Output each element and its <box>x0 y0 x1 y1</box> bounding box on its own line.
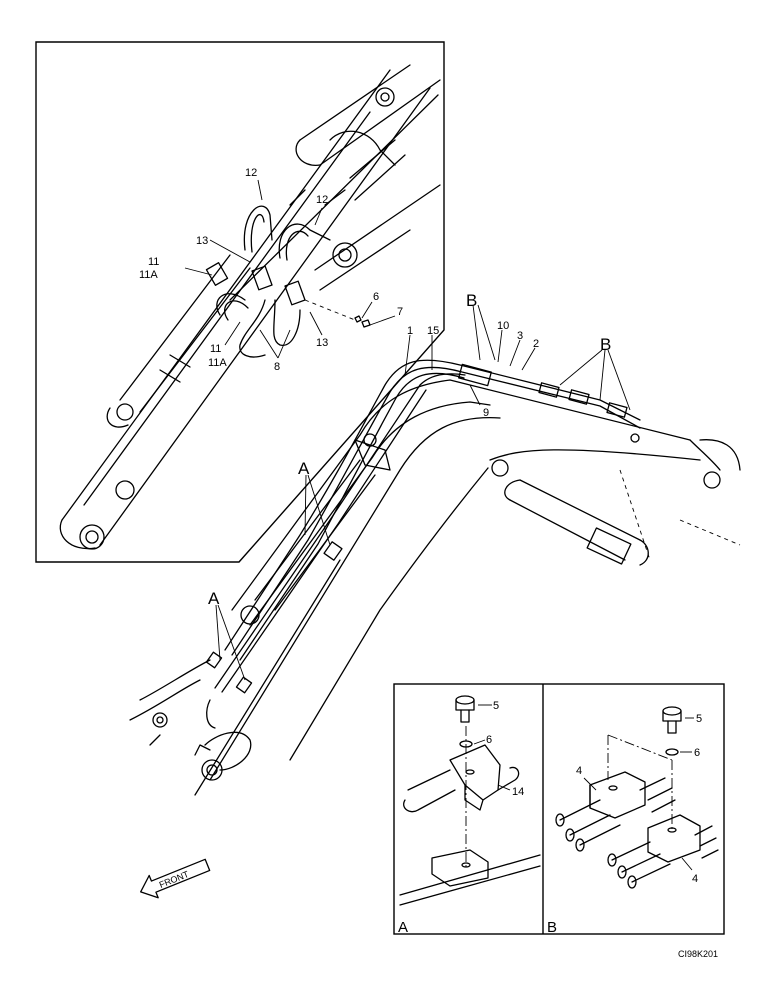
label-3: 3 <box>517 330 523 342</box>
label-12-lower: 12 <box>316 194 328 206</box>
detail-inset: 12 12 13 13 11 11A 11 11A 8 6 7 <box>35 41 445 563</box>
label-8: 8 <box>274 361 280 373</box>
label-A-14: 14 <box>512 786 524 798</box>
label-9: 9 <box>483 407 489 419</box>
label-11A-lower: 11A <box>208 357 227 369</box>
detail-panels-frame <box>393 683 725 935</box>
label-A-5: 5 <box>493 700 499 712</box>
detail-panels: 5 6 14 A <box>393 683 725 936</box>
label-13-left: 13 <box>196 235 208 247</box>
inset-frame <box>35 41 445 563</box>
label-B-5: 5 <box>696 713 702 725</box>
main-view: B B A A 1 15 10 3 2 9 FRONT <box>129 291 741 899</box>
detail-A-letter: A <box>398 919 408 936</box>
label-2: 2 <box>533 338 539 350</box>
drawing-code: CI98K201 <box>678 949 718 959</box>
label-6-inset: 6 <box>373 291 379 303</box>
detail-A: 5 6 14 A <box>398 695 541 936</box>
label-11-upper: 11 <box>148 256 159 268</box>
label-A-mid: A <box>298 459 310 478</box>
label-B-4-upper: 4 <box>576 765 582 777</box>
label-A-low: A <box>208 589 220 608</box>
label-B-4-lower: 4 <box>692 873 698 885</box>
detail-B: 5 6 4 4 B <box>547 706 719 936</box>
label-15: 15 <box>427 325 439 337</box>
label-7: 7 <box>397 306 403 318</box>
label-11A-upper: 11A <box>139 269 158 281</box>
label-1: 1 <box>407 325 413 337</box>
label-B-right: B <box>600 335 611 354</box>
detail-B-letter: B <box>547 919 557 936</box>
label-A-6: 6 <box>486 734 492 746</box>
label-11-lower: 11 <box>210 343 221 355</box>
label-13-right: 13 <box>316 337 328 349</box>
label-12-upper: 12 <box>245 167 257 179</box>
label-10: 10 <box>497 320 509 332</box>
label-B-6: 6 <box>694 747 700 759</box>
label-B-top: B <box>466 291 477 310</box>
front-arrow: FRONT <box>140 858 211 899</box>
